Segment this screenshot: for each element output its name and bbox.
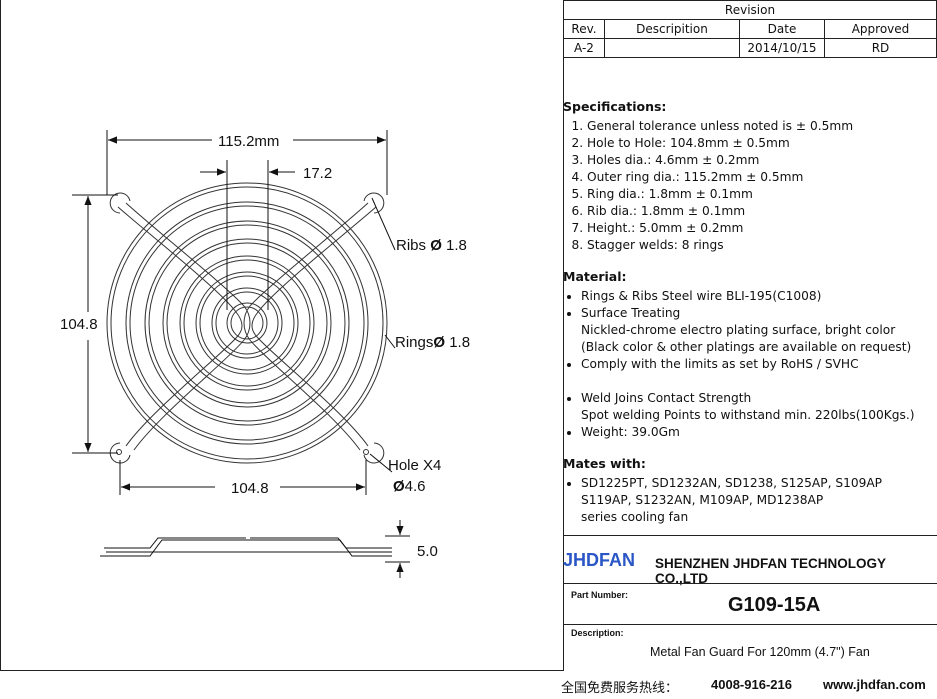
revision-title: Revision	[563, 0, 937, 20]
material-item-text: Weld Joins Contact Strength	[581, 391, 752, 405]
rev-cell-description	[604, 38, 740, 58]
part-number: G109-15A	[728, 594, 821, 616]
mounting-hooks	[109, 192, 385, 464]
rev-cell-date: 2014/10/15	[739, 38, 825, 58]
footer-bar: 全国免费服务热线： 4008-916-216 www.jhdfan.com	[561, 675, 937, 697]
specifications-heading: Specifications:	[563, 99, 667, 114]
frame-divider	[563, 0, 564, 671]
mates-line: S119AP, S1232AN, M109AP, MD1238AP	[581, 493, 824, 507]
company-row: JHDFAN SHENZHEN JHDFAN TECHNOLOGY CO.,LT…	[563, 535, 937, 586]
diameter-symbol: Ø	[393, 478, 405, 495]
frame-bottom-border	[0, 670, 563, 671]
rings-label: RingsØ 1.8	[395, 334, 470, 351]
material-item: Comply with the limits as set by RoHS / …	[581, 356, 935, 373]
rev-cell-rev: A-2	[563, 38, 605, 58]
hole-label: Hole X4	[388, 457, 441, 474]
ribs-value: 1.8	[446, 237, 467, 254]
material-item: Weld Joins Contact Strength Spot welding…	[581, 390, 935, 424]
material-item-text: (Black color & other platings are availa…	[581, 340, 912, 354]
rev-header-description: Descripition	[604, 19, 740, 39]
diameter-symbol: Ø	[430, 237, 442, 254]
material-item: Rings & Ribs Steel wire BLI-195(C1008)	[581, 288, 935, 305]
material-spacer	[581, 373, 935, 390]
specifications-list: General tolerance unless noted is ± 0.5m…	[563, 118, 935, 254]
dim-outer-diameter: 115.2mm	[218, 133, 279, 150]
dim-vertical-hole: 104.8	[60, 316, 98, 333]
hole-diameter: Ø4.6	[393, 478, 426, 495]
guard-rings	[106, 182, 388, 464]
revision-table: Revision Rev. Descripition Date Approved…	[563, 0, 937, 58]
website-link[interactable]: www.jhdfan.com	[823, 677, 926, 692]
rev-header-rev: Rev.	[563, 19, 605, 39]
material-item: Surface Treating Nickled-chrome electro …	[581, 305, 935, 356]
dim-bottom-hole: 104.8	[231, 480, 269, 497]
hotline-phone: 4008-916-216	[711, 677, 792, 692]
company-name: SHENZHEN JHDFAN TECHNOLOGY CO.,LTD	[655, 556, 886, 586]
description-text: Metal Fan Guard For 120mm (4.7") Fan	[650, 645, 870, 659]
spec-item: General tolerance unless noted is ± 0.5m…	[587, 118, 935, 135]
material-item-text: Surface Treating	[581, 306, 681, 320]
guard-ribs	[117, 202, 377, 451]
ribs-label-text: Ribs	[396, 237, 426, 254]
dim-height: 5.0	[417, 543, 438, 560]
ribs-label: Ribs Ø 1.8	[396, 237, 467, 254]
part-number-label: Part Number:	[571, 590, 629, 600]
rings-label-text: Rings	[395, 334, 433, 351]
mates-item: SD1225PT, SD1232AN, SD1238, S125AP, S109…	[581, 475, 935, 526]
hole-value: 4.6	[405, 478, 426, 495]
spec-item: Rib dia.: 1.8mm ± 0.1mm	[587, 203, 935, 220]
diameter-symbol: Ø	[433, 334, 445, 351]
mates-line: series cooling fan	[581, 510, 689, 524]
material-item: Weight: 39.0Gm	[581, 424, 935, 441]
hotline-label: 全国免费服务热线：	[561, 680, 679, 695]
mates-heading: Mates with:	[563, 456, 646, 471]
title-block: JHDFAN SHENZHEN JHDFAN TECHNOLOGY CO.,LT…	[563, 535, 937, 669]
material-heading: Material:	[563, 269, 627, 284]
mates-list: SD1225PT, SD1232AN, SD1238, S125AP, S109…	[563, 475, 935, 526]
material-item-text: Nickled-chrome electro plating surface, …	[581, 323, 896, 337]
spec-item: Hole to Hole: 104.8mm ± 0.5mm	[587, 135, 935, 152]
specs-panel: Specifications: General tolerance unless…	[563, 98, 935, 526]
rev-header-approved: Approved	[824, 19, 937, 39]
material-item-text: Spot welding Points to withstand min. 22…	[581, 408, 915, 422]
material-list: Rings & Ribs Steel wire BLI-195(C1008) S…	[563, 288, 935, 441]
spec-item: Height.: 5.0mm ± 0.2mm	[587, 220, 935, 237]
part-number-row: Part Number: G109-15A	[563, 583, 937, 625]
dim-ring-gap: 17.2	[303, 165, 332, 182]
rev-header-date: Date	[739, 19, 825, 39]
spec-item: Ring dia.: 1.8mm ± 0.1mm	[587, 186, 935, 203]
company-logo: JHDFAN	[563, 550, 636, 570]
spec-item: Outer ring dia.: 115.2mm ± 0.5mm	[587, 169, 935, 186]
rev-cell-approved: RD	[824, 38, 937, 58]
spec-item: Holes dia.: 4.6mm ± 0.2mm	[587, 152, 935, 169]
mates-line: SD1225PT, SD1232AN, SD1238, S125AP, S109…	[581, 476, 883, 490]
description-label: Description:	[571, 628, 624, 638]
rings-value: 1.8	[449, 334, 470, 351]
frame-left-border	[0, 0, 1, 671]
spec-item: Stagger welds: 8 rings	[587, 237, 935, 254]
fan-guard-drawing: 115.2mm 17.2 Ribs Ø 1.8 RingsØ 1.8 104.8…	[60, 130, 470, 578]
